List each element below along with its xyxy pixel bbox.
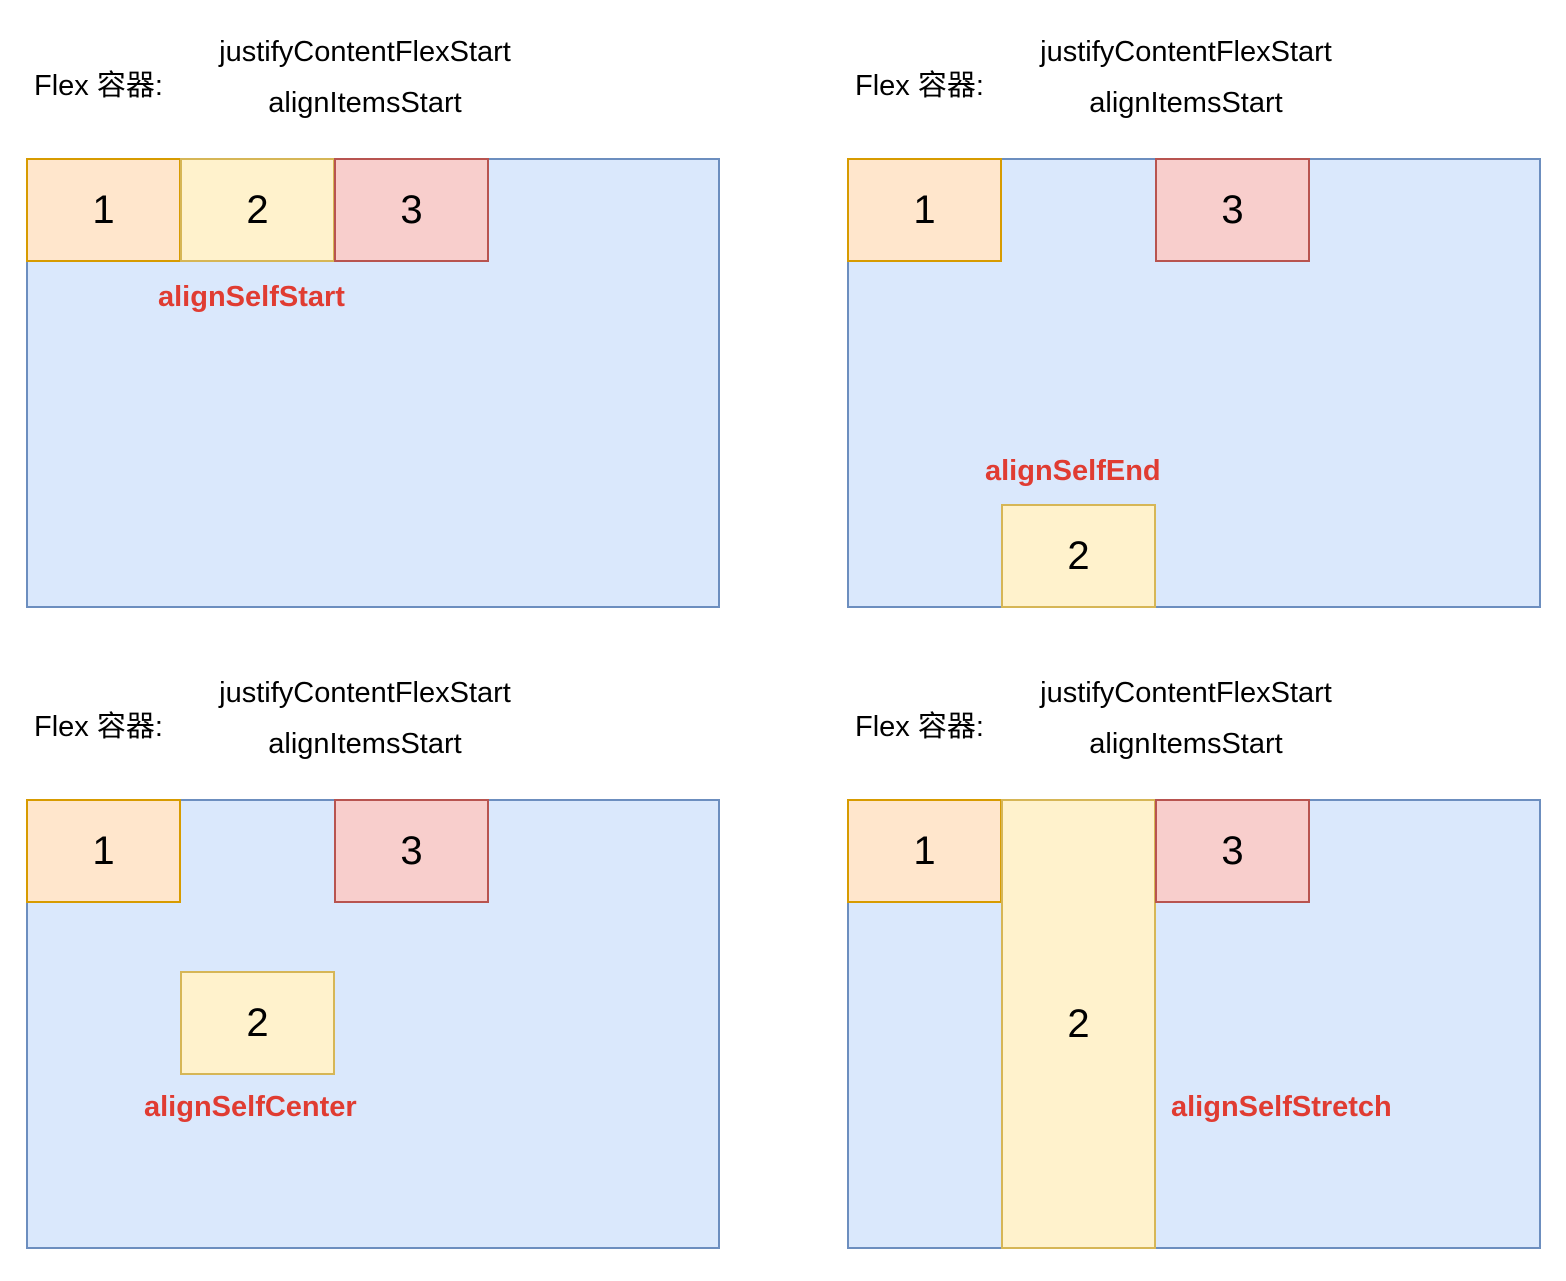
flex-container-label: Flex 容器: [34, 70, 163, 102]
flex-container-label: Flex 容器: [855, 70, 984, 102]
justify-content-label: justifyContentFlexStart [1040, 677, 1332, 709]
flex-item-2: 2 [180, 158, 335, 262]
flex-item-2: 2 [1001, 799, 1156, 1249]
align-self-label: alignSelfStart [158, 281, 345, 313]
justify-content-label: justifyContentFlexStart [219, 36, 511, 68]
flex-item-3: 3 [334, 799, 489, 903]
flex-item-3: 3 [1155, 799, 1310, 903]
align-items-label: alignItemsStart [268, 87, 462, 119]
align-items-label: alignItemsStart [268, 728, 462, 760]
flex-container-label: Flex 容器: [855, 711, 984, 743]
flex-item-2: 2 [1001, 504, 1156, 608]
align-items-label: alignItemsStart [1089, 87, 1283, 119]
flex-item-1: 1 [847, 799, 1002, 903]
flex-item-3: 3 [1155, 158, 1310, 262]
align-self-label: alignSelfEnd [985, 455, 1161, 487]
panel-align-self-end: Flex 容器: justifyContentFlexStart alignIt… [821, 0, 1566, 640]
align-self-label: alignSelfCenter [144, 1091, 357, 1123]
panel-align-self-start: Flex 容器: justifyContentFlexStart alignIt… [0, 0, 820, 640]
flex-item-3: 3 [334, 158, 489, 262]
justify-content-label: justifyContentFlexStart [1040, 36, 1332, 68]
align-items-label: alignItemsStart [1089, 728, 1283, 760]
panel-align-self-center: Flex 容器: justifyContentFlexStart alignIt… [0, 641, 820, 1281]
flex-item-1: 1 [847, 158, 1002, 262]
flex-item-2: 2 [180, 971, 335, 1075]
align-self-label: alignSelfStretch [1171, 1091, 1392, 1123]
flex-container-label: Flex 容器: [34, 711, 163, 743]
flex-item-1: 1 [26, 158, 181, 262]
panel-align-self-stretch: Flex 容器: justifyContentFlexStart alignIt… [821, 641, 1566, 1281]
justify-content-label: justifyContentFlexStart [219, 677, 511, 709]
flex-item-1: 1 [26, 799, 181, 903]
